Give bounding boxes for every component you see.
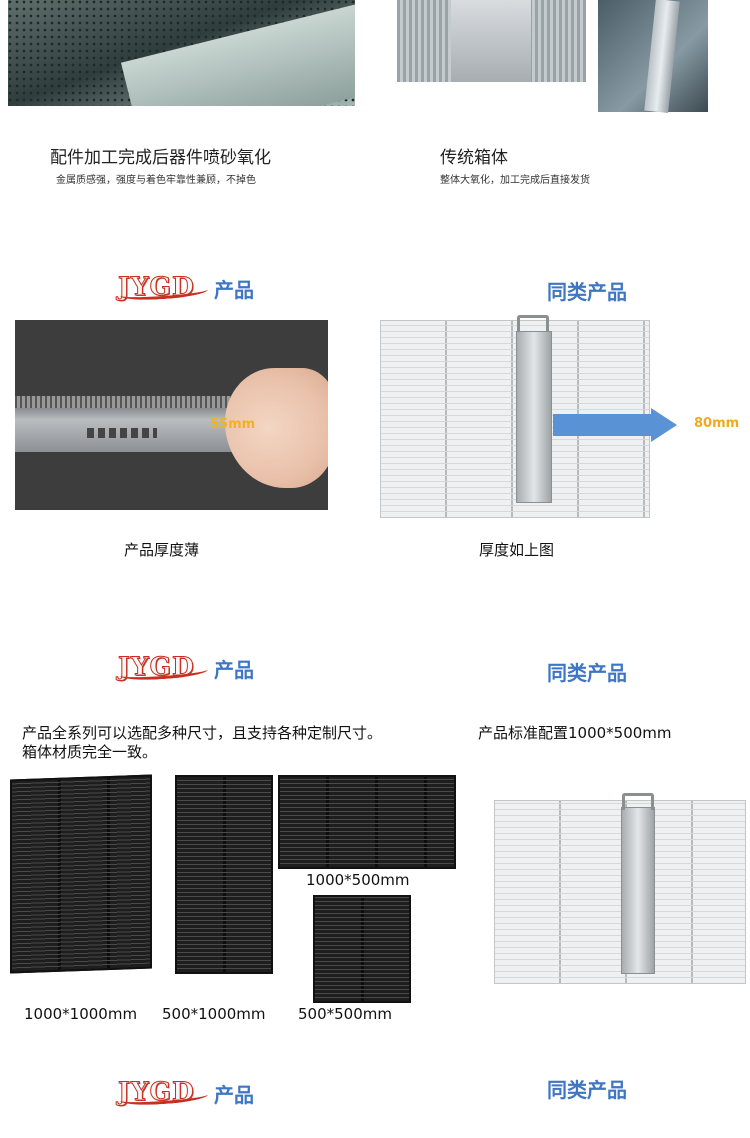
competitor-standard-panel — [494, 793, 746, 984]
left-caption-title: 配件加工完成后器件喷砂氧化 — [50, 148, 271, 168]
panel-1000x1000 — [10, 774, 152, 974]
arrow-shaft — [553, 414, 653, 436]
same-product-heading-3: 同类产品 — [547, 1078, 627, 1102]
arrow-head — [651, 408, 677, 442]
left-caption-subtitle: 金属质感强，强度与着色牢靠性兼顾，不掉色 — [56, 175, 256, 186]
same-product-heading: 同类产品 — [547, 280, 627, 304]
sandblasted-parts-photo — [8, 0, 355, 106]
jygd-product-logo-2: JYGD 产品 — [118, 652, 268, 684]
rail-slots — [87, 428, 157, 438]
thin-cabinet-photo: 55mm — [15, 320, 328, 510]
thin-rail — [15, 396, 250, 452]
jygd-product-logo-3: JYGD 产品 — [118, 1077, 268, 1109]
hand-shape — [225, 368, 328, 488]
panel-spine — [621, 807, 655, 974]
size-label-1000x500: 1000*500mm — [306, 871, 410, 889]
panel-500x500 — [313, 895, 411, 1003]
sizes-description: 产品全系列可以选配多种尺寸，且支持各种定制尺寸。 箱体材质完全一致。 — [22, 724, 382, 762]
sizes-description-line2: 箱体材质完全一致。 — [22, 743, 158, 761]
size-label-500x1000: 500*1000mm — [162, 1005, 266, 1023]
right-caption-subtitle: 整体大氧化，加工完成后直接发货 — [440, 175, 590, 186]
thickness-80-label: 80mm — [694, 416, 740, 431]
thickness-arrow-icon — [553, 408, 677, 442]
panel-500x1000 — [175, 775, 273, 974]
traditional-cabinet-photo — [598, 0, 708, 112]
size-label-1000x1000: 1000*1000mm — [24, 1005, 138, 1023]
rail-mesh — [15, 396, 250, 408]
standard-config-text: 产品标准配置1000*500mm — [478, 724, 672, 742]
ours-thickness-caption: 产品厚度薄 — [124, 541, 200, 559]
size-label-500x500: 500*500mm — [298, 1005, 392, 1023]
logo-word: 产品 — [214, 658, 254, 682]
logo-word: 产品 — [214, 278, 254, 302]
thickness-55-label: 55mm — [210, 417, 256, 432]
logo-word: 产品 — [214, 1083, 254, 1107]
same-product-heading-2: 同类产品 — [547, 661, 627, 685]
sizes-description-line1: 产品全系列可以选配多种尺寸，且支持各种定制尺寸。 — [22, 724, 383, 742]
right-caption-title: 传统箱体 — [440, 148, 508, 168]
logo-mark: JYGD — [118, 1077, 195, 1107]
jygd-product-logo: JYGD 产品 — [118, 272, 268, 304]
panel-1000x500 — [278, 775, 456, 869]
logo-mark: JYGD — [118, 272, 195, 302]
cabinet-rail-photo — [397, 0, 586, 82]
theirs-thickness-caption: 厚度如上图 — [479, 541, 555, 559]
panel-spine — [516, 331, 552, 503]
panel-handle — [622, 793, 654, 810]
logo-mark: JYGD — [118, 652, 195, 682]
panel-handle — [517, 315, 549, 332]
